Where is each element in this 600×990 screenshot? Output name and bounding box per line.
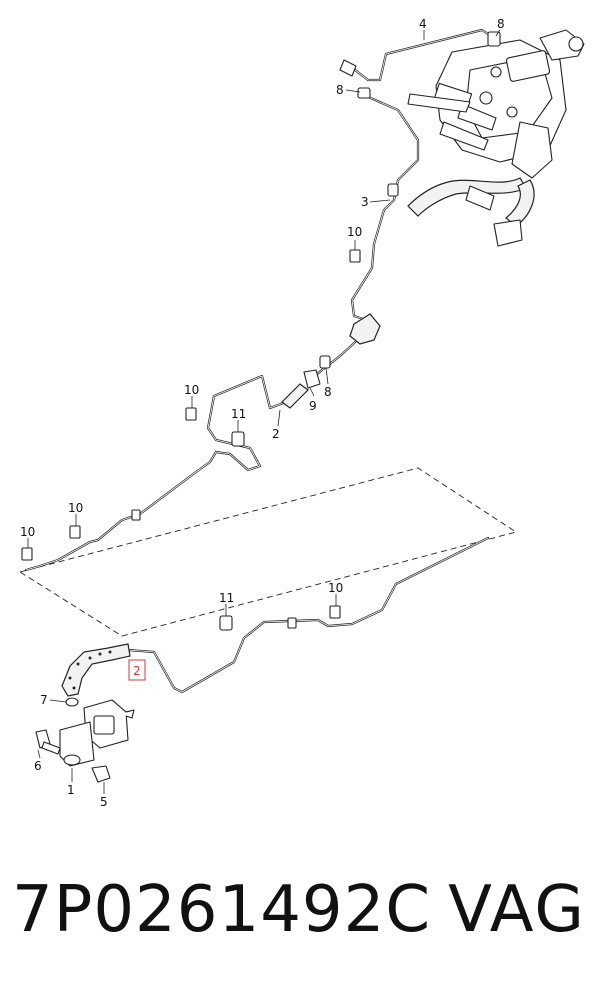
pipe-network [24, 28, 496, 694]
callout-11: 11 [219, 591, 234, 605]
callout-10: 10 [184, 383, 199, 397]
callout-2: 2 [272, 427, 280, 441]
parts-diagram: 4 8 8 3 10 8 9 2 10 11 10 10 11 10 2 7 6… [18, 17, 585, 809]
callout-10: 10 [68, 501, 83, 515]
callout-4: 4 [419, 17, 427, 31]
leader-lines [27, 29, 501, 794]
callout-2-highlight: 2 [133, 664, 141, 678]
hose-2 [61, 643, 131, 697]
callout-10: 10 [328, 581, 343, 595]
valve-assembly [35, 643, 135, 783]
callout-3: 3 [361, 195, 369, 209]
callout-1: 1 [67, 783, 75, 797]
fittings [21, 31, 501, 631]
footer: 7P0261492C VAG [0, 870, 600, 950]
pump-assembly [407, 29, 585, 247]
section-frame [18, 467, 518, 637]
part-number: 7P0261492C [12, 873, 432, 947]
brand-label: VAG [448, 873, 586, 947]
callout-8: 8 [324, 385, 332, 399]
callout-11: 11 [231, 407, 246, 421]
callout-2-highlight-box [128, 659, 146, 681]
callout-10: 10 [347, 225, 362, 239]
callout-8: 8 [497, 17, 505, 31]
callout-10: 10 [20, 525, 35, 539]
callout-7: 7 [40, 693, 48, 707]
callout-9: 9 [309, 399, 317, 413]
callout-5: 5 [100, 795, 108, 809]
callout-8: 8 [336, 83, 344, 97]
callout-labels: 4 8 8 3 10 8 9 2 10 11 10 10 11 10 2 7 6… [20, 17, 505, 809]
callout-6: 6 [34, 759, 42, 773]
